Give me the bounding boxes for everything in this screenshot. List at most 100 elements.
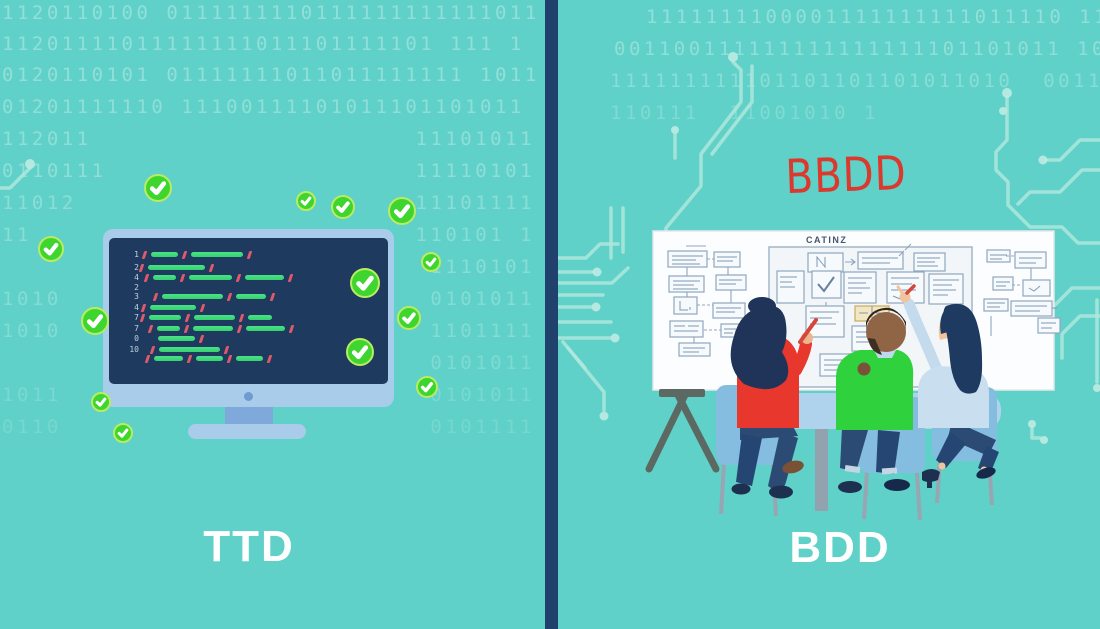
binary-row: 01201111110 11100111101011101101011 [2, 96, 525, 118]
code-line: 4 [109, 303, 388, 312]
monitor-camera-dot [244, 392, 253, 401]
code-bar [154, 356, 183, 361]
binary-row: 11201111011111111011101111101 111 1 [2, 33, 525, 55]
code-line: 7 [109, 313, 388, 322]
code-bar [248, 315, 272, 320]
slash-mark [223, 345, 230, 354]
binary-row: 1111111100001111111111011110 1111 [646, 6, 1100, 28]
whiteboard-title: CATINZ [806, 235, 847, 245]
code-bar [153, 275, 176, 280]
handwritten-bdd-text: BBDD [784, 145, 908, 206]
line-number: 7 [134, 324, 139, 333]
slash-mark [143, 273, 150, 282]
slash-mark [208, 263, 215, 272]
line-number: 4 [134, 273, 139, 282]
slash-mark [199, 303, 206, 312]
slash-mark [226, 292, 233, 301]
monitor-stand-neck [225, 407, 273, 425]
binary-row: 0101011 [430, 352, 535, 374]
slash-mark [246, 250, 253, 259]
slash-mark [269, 292, 276, 301]
slash-mark [138, 263, 145, 272]
monitor-stand-base [188, 424, 306, 439]
slash-mark [147, 324, 154, 333]
line-number: 3 [134, 292, 139, 301]
code-bar [245, 275, 284, 280]
bdd-label: BDD [789, 523, 891, 572]
slash-mark [235, 273, 242, 282]
whiteboard-flowchart-right [983, 249, 1061, 336]
code-line [109, 354, 388, 363]
binary-row: 110111 11001010 1 [610, 102, 879, 124]
code-line: 10 [109, 345, 388, 354]
code-bar [194, 315, 235, 320]
line-number: 4 [134, 303, 139, 312]
person-blue-shirt [896, 284, 999, 474]
code-bar [193, 326, 233, 331]
binary-row: 111111111101101101101011010 00111 [610, 70, 1100, 92]
code-bar [162, 294, 223, 299]
person-green-sweater [836, 307, 914, 475]
code-bar [196, 356, 223, 361]
slash-mark [179, 273, 186, 282]
binary-row: 001100111111111111111101101011 1011 [614, 38, 1100, 60]
code-bar [149, 315, 181, 320]
line-number: 10 [129, 345, 139, 354]
red-marker [905, 284, 916, 295]
slash-mark [144, 354, 151, 363]
code-line: 2 [109, 263, 388, 272]
slash-mark [266, 354, 273, 363]
code-line: 1 [109, 250, 388, 259]
slash-mark [184, 313, 191, 322]
slash-mark [149, 345, 156, 354]
code-bar [189, 275, 232, 280]
code-bar [157, 326, 180, 331]
code-bar [236, 294, 266, 299]
code-bar [246, 326, 285, 331]
red-pen [798, 318, 818, 344]
slash-mark [139, 313, 146, 322]
slash-mark [152, 292, 159, 301]
person-red-sweater [730, 297, 818, 491]
slash-mark [236, 324, 243, 333]
line-number: 2 [134, 283, 139, 292]
bdd-panel: 1111111100001111111111011110 1111 0011001… [558, 0, 1100, 629]
slash-mark [183, 324, 190, 333]
code-line: 2 [109, 283, 388, 292]
code-bar [151, 252, 178, 257]
tdd-label: TTD [203, 522, 295, 571]
code-bar [236, 356, 263, 361]
line-number: 2 [134, 263, 139, 272]
code-line: 3 [109, 292, 388, 301]
code-bar [148, 265, 205, 270]
slash-mark [181, 250, 188, 259]
line-number: 1 [134, 250, 139, 259]
binary-row: 0120110101 01111111011011111111 1011 [2, 64, 540, 86]
binary-row: 1120110100 0111111110111111111111011 [2, 2, 540, 24]
hand [857, 362, 871, 376]
slash-mark [198, 334, 205, 343]
slash-mark [238, 313, 245, 322]
slash-mark [287, 273, 294, 282]
code-bar [191, 252, 243, 257]
hair [730, 305, 789, 390]
line-number: 7 [134, 313, 139, 322]
code-line: 0 [109, 334, 388, 343]
shoes [731, 460, 996, 499]
slash-mark [186, 354, 193, 363]
tdd-panel: 1120110100 0111111110111111111111011 1120… [0, 0, 545, 629]
code-bar [158, 336, 195, 341]
code-bar [150, 305, 196, 310]
slash-mark [226, 354, 233, 363]
code-line: 4 [109, 273, 388, 282]
circuit-traces [0, 52, 1100, 444]
